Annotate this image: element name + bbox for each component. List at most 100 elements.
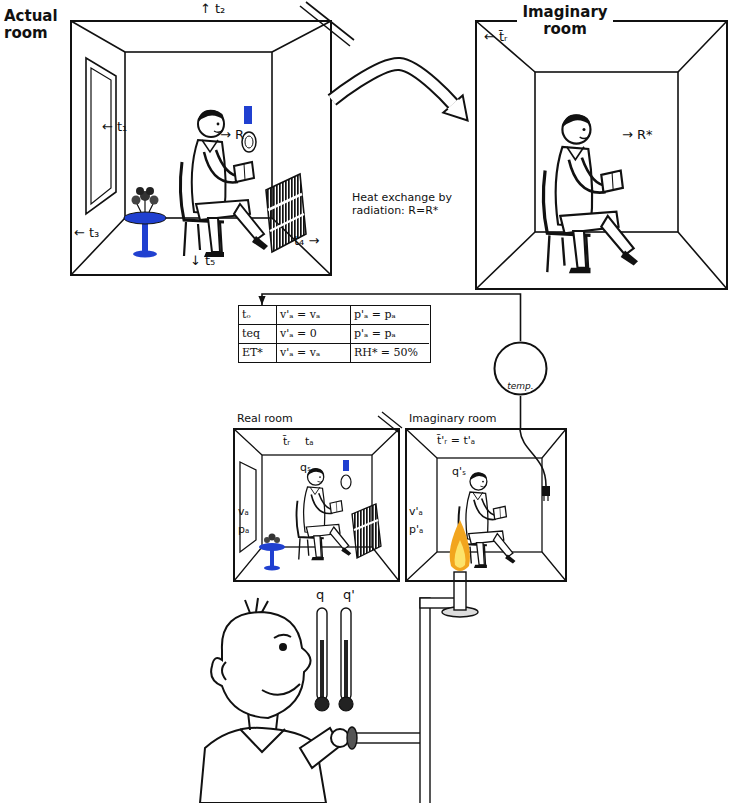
shelf: [354, 520, 378, 530]
bookshelf: [266, 174, 306, 252]
thermometer-bulb: [339, 697, 353, 711]
clock: [341, 475, 351, 489]
room-box: Imaginary room: [475, 20, 728, 290]
table-cell: p'ₐ = pₐ: [351, 306, 429, 325]
clock-face: [245, 136, 253, 148]
flower: [150, 196, 159, 205]
table-cell: v'ₐ = vₐ: [277, 306, 351, 325]
room-edge: [234, 429, 399, 581]
table-base: [133, 251, 157, 258]
seated-person: [297, 468, 352, 560]
gas-pipe: [356, 733, 424, 743]
table-cell: v'ₐ = vₐ: [277, 344, 351, 362]
observer-brow: [274, 635, 291, 638]
observer-mouth: [262, 684, 300, 695]
table-cell: ET*: [239, 344, 277, 362]
table-base: [264, 566, 280, 571]
table-top: [259, 543, 285, 551]
window: [240, 462, 256, 552]
flower: [274, 537, 280, 543]
flame-core: [455, 540, 466, 568]
signal-line: [520, 396, 522, 428]
flower: [264, 537, 270, 543]
table-stem: [142, 220, 148, 253]
gas-pipe: [420, 598, 458, 608]
room-perspective: [234, 412, 402, 581]
temperature-equation: t̄'ᵣ = t'ₐ: [437, 435, 475, 448]
observer-collar: [240, 729, 285, 752]
side-table: [124, 187, 166, 258]
gas-valve: [347, 727, 357, 749]
table-cell: v'ₐ = 0: [277, 325, 351, 344]
thermometer-label: q': [343, 588, 355, 603]
air-temperature: tₐ: [305, 436, 314, 449]
transfer-arrow: [332, 64, 453, 104]
thermometer: [339, 608, 353, 711]
vapour-pressure: p'ₐ: [409, 524, 423, 537]
flame: [450, 520, 470, 571]
seated-person: [180, 110, 268, 257]
sensor-prong: [544, 496, 548, 501]
shelf: [268, 194, 304, 231]
window-pane: [91, 68, 111, 204]
mean-radiant-temperature: t̄ᵣ: [283, 436, 290, 449]
connector-group: [332, 64, 453, 104]
seated-person: [543, 114, 638, 273]
observer-eye: [280, 644, 286, 650]
arrow-body: [332, 64, 453, 104]
flower: [132, 196, 141, 205]
room-title: Real room: [237, 413, 357, 426]
temperature-gauge: temp.: [493, 341, 548, 396]
thermostat: [244, 106, 252, 124]
thermometer-column: [344, 640, 348, 702]
table-cell: teq: [239, 325, 277, 344]
condition-table: tₒv'ₐ = vₐp'ₐ = pₐteqv'ₐ = 0p'ₐ = pₐET*v…: [238, 305, 431, 363]
table-cell: p'ₐ = pₐ: [351, 325, 429, 344]
thermostat: [343, 460, 349, 471]
room-box: Imaginary room: [405, 428, 567, 582]
flower: [146, 187, 154, 195]
mean-radiant-temperature: ← t̄ᵣ: [484, 30, 508, 45]
gas-pipe: [420, 598, 430, 803]
side-table: [259, 534, 285, 571]
table-top: [124, 212, 166, 224]
floor-temperature: ↓ t₅: [190, 254, 215, 269]
connector-group: [262, 294, 521, 341]
heat-loss: q'ₛ: [452, 466, 466, 479]
room-box: Real room: [233, 428, 400, 582]
observer-head: [211, 612, 310, 718]
vapour-pressure: pₐ: [238, 524, 249, 537]
thermometer: [315, 608, 329, 711]
radiation-label: → R*: [622, 128, 653, 143]
heat-loss: qₛ: [300, 462, 311, 475]
observer-hair: [245, 598, 268, 613]
radiation-label: → R: [220, 128, 244, 143]
window: [86, 58, 116, 214]
wall-temperature: t₄ →: [294, 234, 319, 249]
thermometer-column: [320, 640, 324, 702]
table-cell: tₒ: [239, 306, 277, 325]
room-perspective: [71, 2, 354, 275]
ceiling-temperature: ↑ t₂: [200, 2, 225, 17]
gauge-label: temp.: [493, 381, 548, 391]
room-title: Imaginary room: [517, 4, 613, 39]
annotation: Heat exchange by radiation: R=R*: [352, 192, 468, 217]
signal-line: [262, 294, 521, 341]
sensor-cable: [520, 430, 546, 486]
room-edge: [476, 21, 727, 289]
observer-body: [200, 728, 326, 803]
sensor-plug: [542, 486, 550, 496]
observer: [200, 598, 349, 803]
wall-temperature: ← t₃: [74, 226, 99, 241]
roof-line: [300, 2, 354, 46]
observer-ear: [222, 662, 226, 680]
room-title: Imaginary room: [409, 413, 549, 426]
table-cell: RH* = 50%: [351, 344, 429, 362]
air-velocity: vₐ: [238, 506, 249, 519]
room-edge: [406, 429, 566, 581]
room-title: Actual room: [4, 8, 68, 43]
thermometer-bulb: [315, 697, 329, 711]
room-perspective: [476, 21, 727, 289]
